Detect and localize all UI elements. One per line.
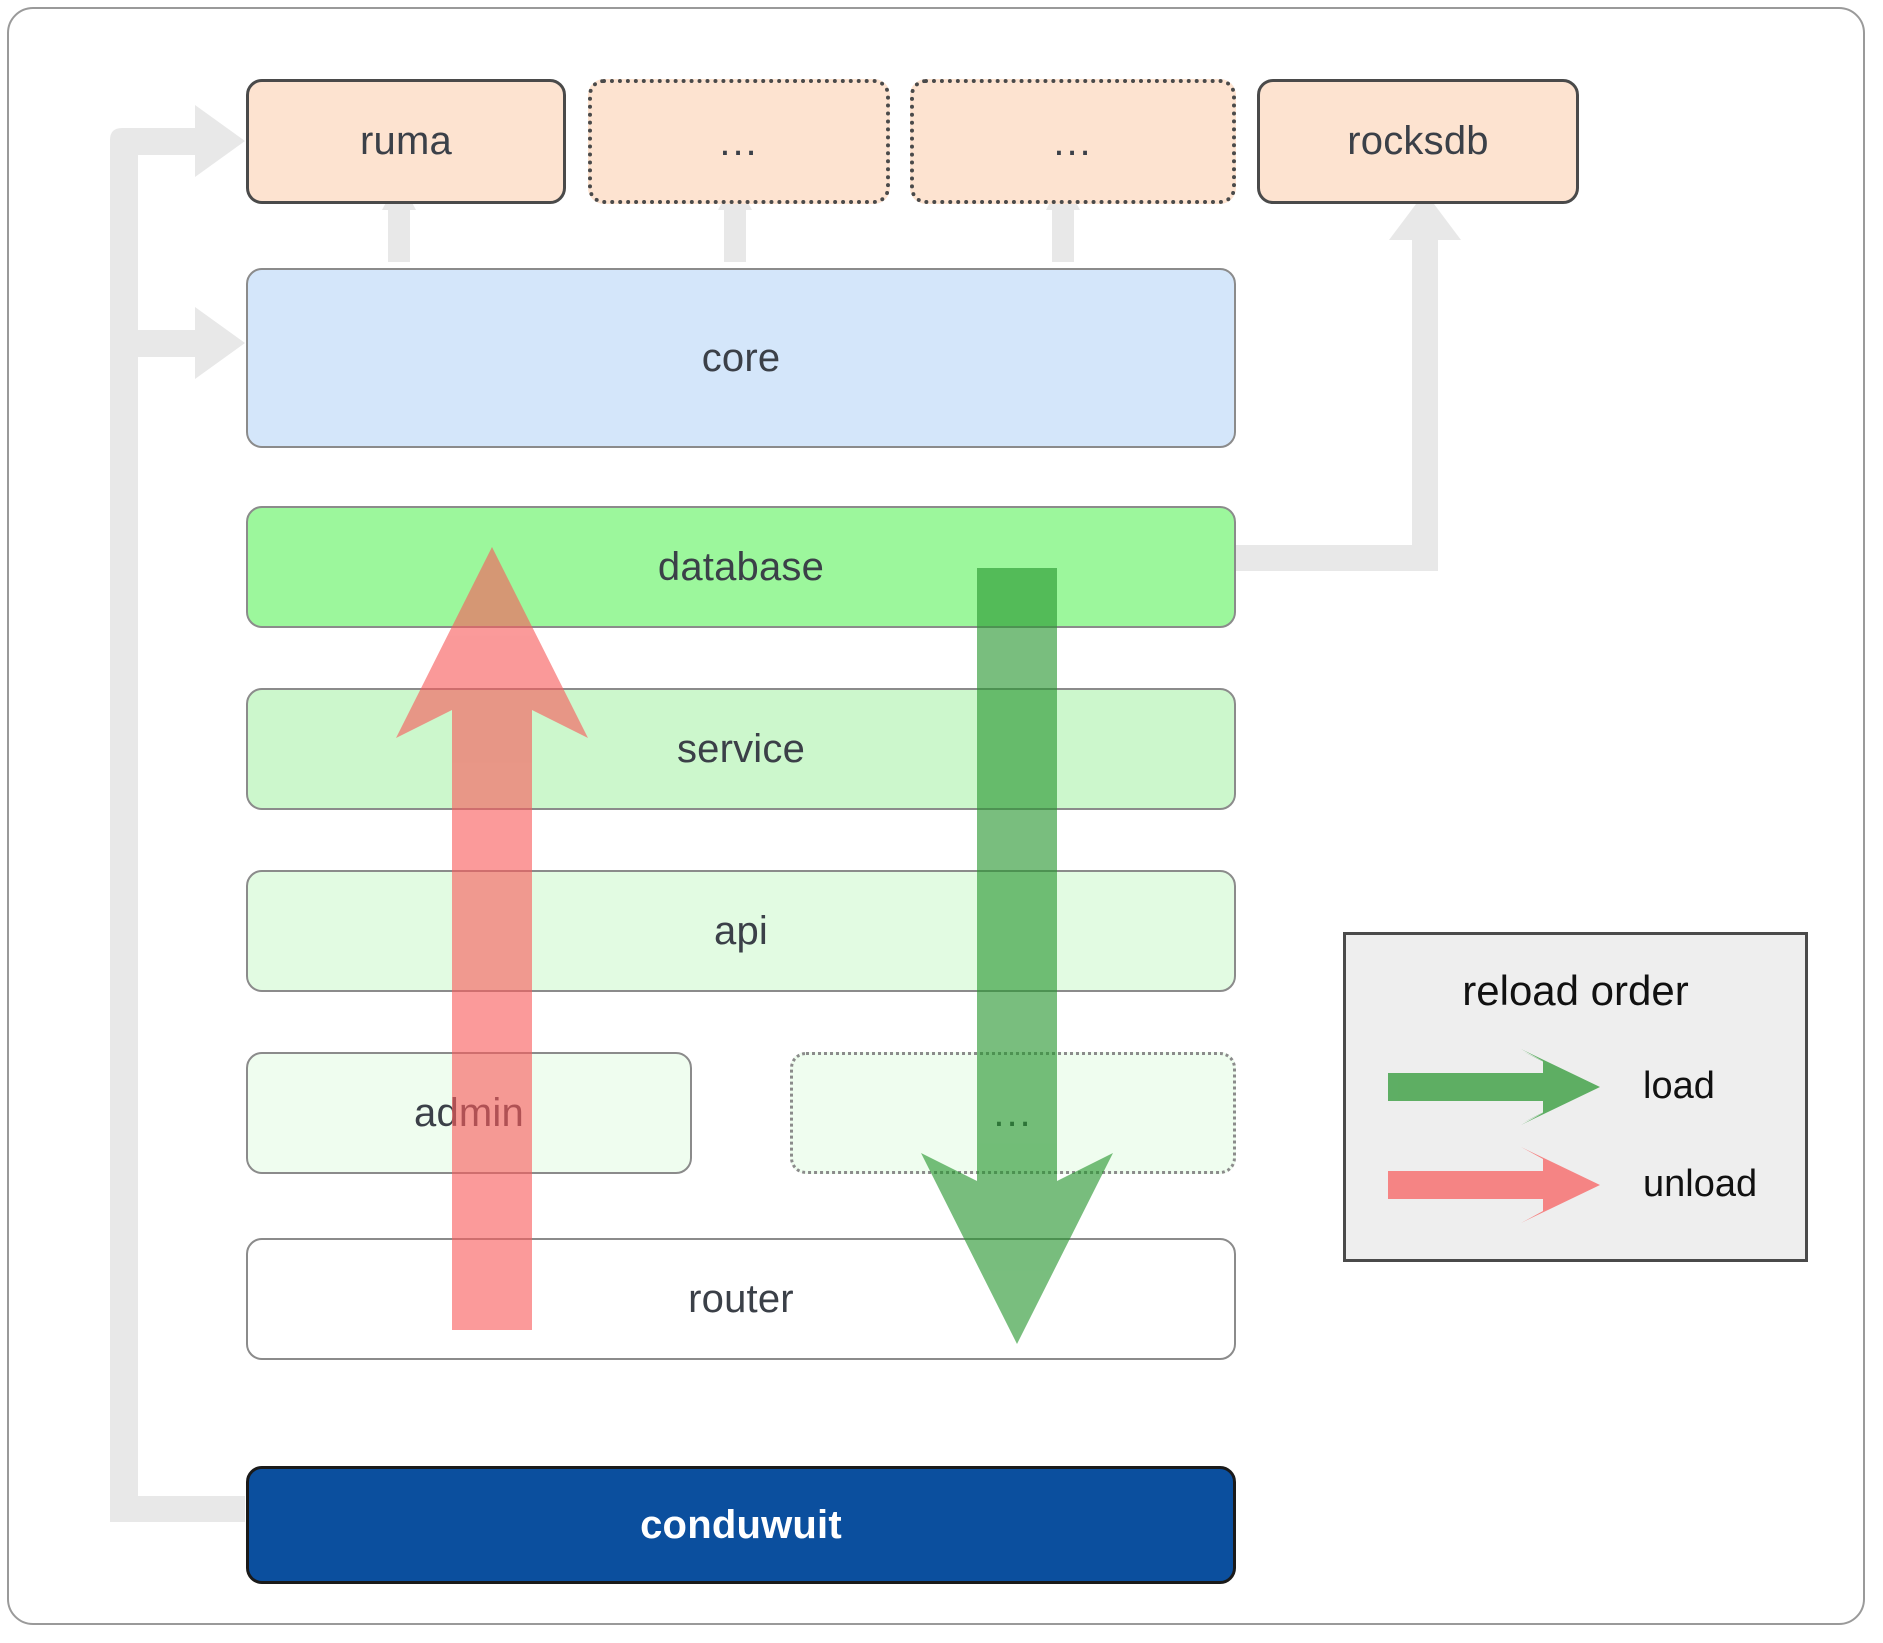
- legend-panel: reload order load unload: [1343, 932, 1808, 1262]
- dependency-node-ellipsis-1[interactable]: ...: [588, 79, 890, 204]
- layer-label-router: router: [688, 1276, 794, 1321]
- legend-title: reload order: [1462, 967, 1689, 1014]
- layer-label-api: api: [714, 908, 768, 953]
- layer-node-admin[interactable]: admin: [246, 1052, 692, 1174]
- binary-label-conduwuit: conduwuit: [640, 1502, 842, 1547]
- dependency-label-ellipsis-2: ...: [1053, 119, 1093, 164]
- diagram-frame: [7, 7, 1865, 1625]
- dependency-node-ruma[interactable]: ruma: [246, 79, 566, 204]
- layer-node-ellipsis[interactable]: ...: [790, 1052, 1236, 1174]
- legend-label-unload: unload: [1643, 1163, 1758, 1205]
- legend-arrow-icons: [1388, 1049, 1600, 1223]
- dependency-label-ruma: ruma: [360, 119, 452, 163]
- dependency-node-ellipsis-2[interactable]: ...: [910, 79, 1236, 204]
- binary-node-conduwuit[interactable]: conduwuit: [246, 1466, 1236, 1584]
- legend-label-load: load: [1643, 1065, 1715, 1107]
- layer-node-database[interactable]: database: [246, 506, 1236, 628]
- dependency-label-ellipsis-1: ...: [719, 119, 759, 164]
- unload-arrow-icon: [1388, 1147, 1600, 1223]
- load-arrow-icon: [1388, 1049, 1600, 1125]
- layer-node-service[interactable]: service: [246, 688, 1236, 810]
- layer-node-core[interactable]: core: [246, 268, 1236, 448]
- layer-node-api[interactable]: api: [246, 870, 1236, 992]
- layer-label-service: service: [676, 726, 806, 771]
- dependency-label-rocksdb: rocksdb: [1347, 119, 1489, 163]
- dependency-node-rocksdb[interactable]: rocksdb: [1257, 79, 1579, 204]
- layer-label-ellipsis: ...: [993, 1091, 1033, 1135]
- layer-label-core: core: [701, 335, 781, 380]
- layer-label-admin: admin: [414, 1090, 524, 1135]
- layer-label-database: database: [657, 544, 825, 589]
- layer-node-router[interactable]: router: [246, 1238, 1236, 1360]
